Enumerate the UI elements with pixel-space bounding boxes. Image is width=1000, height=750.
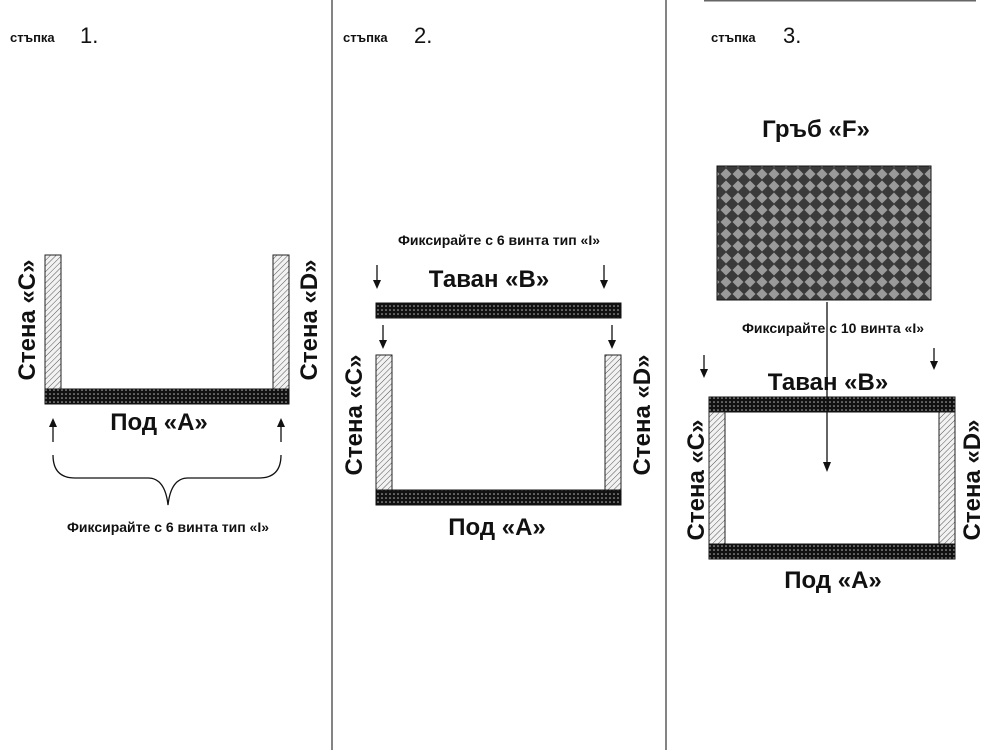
step-2-floor-label: Под «A» bbox=[448, 514, 546, 541]
step-3-wall-right-label: Стена «D» bbox=[959, 420, 986, 541]
step-3-instruction: Фиксирайте с 10 винта «I» bbox=[742, 320, 924, 336]
step-3-arrowhead-right bbox=[930, 361, 938, 370]
step-3-floor-board bbox=[708, 543, 956, 560]
step-1-wall-right-label: Стена «D» bbox=[296, 260, 323, 381]
step-1-panel: стъпка 1. Стена «C» Стена «D» Под «A» Фи… bbox=[10, 23, 323, 535]
step-1-number: 1. bbox=[80, 23, 98, 48]
step-2-wall-left bbox=[375, 354, 393, 491]
step-2-arrowhead-top-left bbox=[373, 280, 381, 289]
step-3-back-label: Гръб «F» bbox=[762, 116, 870, 143]
step-2-wall-right bbox=[604, 354, 622, 491]
step-1-floor-label: Под «A» bbox=[110, 409, 208, 436]
step-3-number: 3. bbox=[783, 23, 801, 48]
step-3-floor-label: Под «A» bbox=[784, 567, 882, 594]
step-2-wall-right-label: Стена «D» bbox=[629, 355, 656, 476]
step-2-instruction: Фиксирайте с 6 винта тип «I» bbox=[398, 232, 600, 248]
step-1-arrowhead-right bbox=[277, 418, 285, 427]
step-1-wall-right bbox=[272, 254, 290, 390]
step-2-number: 2. bbox=[414, 23, 432, 48]
step-3-word: стъпка bbox=[711, 30, 756, 45]
step-3-wall-right bbox=[938, 411, 956, 545]
step-3-panel: стъпка 3. Гръб «F» Фиксирайте с 10 винта… bbox=[683, 23, 986, 594]
step-1-word: стъпка bbox=[10, 30, 55, 45]
step-2-word: стъпка bbox=[343, 30, 388, 45]
step-1-arrowhead-left bbox=[49, 418, 57, 427]
step-3-ceiling-board bbox=[708, 396, 956, 413]
step-2-wall-left-label: Стена «C» bbox=[341, 355, 368, 476]
step-1-instruction: Фиксирайте с 6 винта тип «I» bbox=[67, 519, 269, 535]
step-2-ceiling-label: Таван «B» bbox=[429, 266, 549, 293]
step-3-wall-left bbox=[708, 411, 726, 545]
step-3-arrowhead-left bbox=[700, 369, 708, 378]
step-2-floor-board bbox=[375, 489, 622, 506]
step-3-ceiling-label: Таван «B» bbox=[768, 369, 888, 396]
step-3-center-arrowhead bbox=[823, 462, 831, 472]
step-3-back-panel bbox=[716, 165, 932, 301]
step-2-arrowhead-top-right bbox=[600, 280, 608, 289]
step-1-wall-left-label: Стена «C» bbox=[14, 260, 41, 381]
step-1-brace bbox=[52, 454, 282, 506]
step-3-wall-left-label: Стена «C» bbox=[683, 420, 710, 541]
step-1-floor-board bbox=[44, 388, 290, 405]
step-2-arrowhead-mid-left bbox=[379, 340, 387, 349]
step-2-ceiling-board bbox=[375, 302, 622, 319]
step-2-panel: стъпка 2. Фиксирайте с 6 винта тип «I» Т… bbox=[341, 23, 656, 541]
step-1-wall-left bbox=[44, 254, 62, 390]
step-2-arrowhead-mid-right bbox=[608, 340, 616, 349]
